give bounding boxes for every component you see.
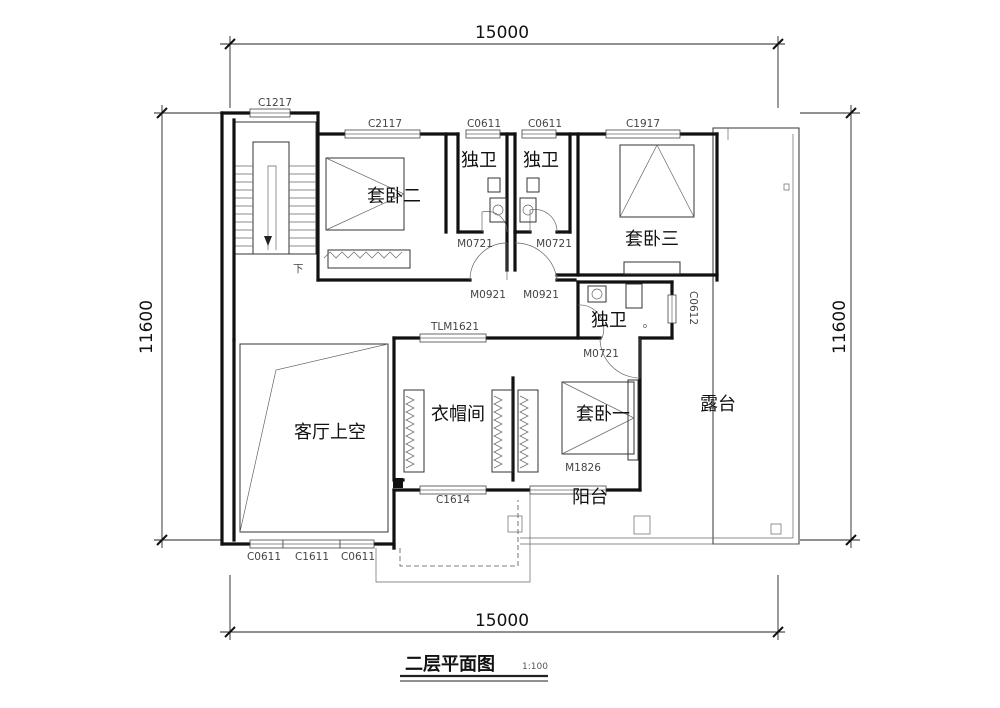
room-label-suite2: 套卧二 — [367, 186, 421, 207]
room-label-cloakroom: 衣帽间 — [431, 404, 485, 425]
code-m0721-c: M0721 — [583, 348, 619, 360]
room-label-bath-b: 独卫 — [523, 150, 559, 171]
terrace-outline — [520, 127, 800, 545]
stair — [233, 121, 317, 255]
drawing-scale: 1:100 — [522, 662, 548, 672]
code-m0721-a: M0721 — [457, 238, 493, 250]
column — [393, 478, 403, 488]
code-m0921-b: M0921 — [523, 289, 559, 301]
room-label-suite3: 套卧三 — [625, 229, 679, 250]
code-m0921-a: M0921 — [470, 289, 506, 301]
code-c1217: C1217 — [258, 97, 292, 109]
room-label-suite1: 套卧一 — [576, 404, 630, 425]
room-label-balcony: 阳台 — [572, 487, 608, 508]
code-m1826: M1826 — [565, 462, 601, 474]
lower-outline — [375, 490, 531, 583]
dim-right: 11600 — [830, 300, 850, 354]
dimension-lines — [154, 36, 860, 640]
dim-top: 15000 — [475, 23, 529, 43]
living-void — [239, 343, 389, 533]
code-c1611: C1611 — [295, 551, 329, 563]
room-label-living-void: 客厅上空 — [294, 422, 366, 443]
code-c0611-d: C0611 — [341, 551, 375, 563]
code-c0611-a: C0611 — [467, 118, 501, 130]
room-label-bath-c: 独卫 — [591, 310, 627, 331]
code-c2117: C2117 — [368, 118, 402, 130]
code-c0611-b: C0611 — [528, 118, 562, 130]
room-label-terrace: 露台 — [700, 394, 736, 415]
dim-left: 11600 — [137, 300, 157, 354]
code-m0721-b: M0721 — [536, 238, 572, 250]
code-c1614: C1614 — [436, 494, 470, 506]
fixtures — [323, 177, 647, 473]
stair-down-label: 下 — [293, 263, 304, 275]
windows — [249, 108, 681, 549]
code-tlm1621: TLM1621 — [430, 321, 479, 333]
room-label-bath-a: 独卫 — [461, 150, 497, 171]
code-c0611-c: C0611 — [247, 551, 281, 563]
beds — [325, 144, 695, 461]
code-c0612: C0612 — [687, 291, 699, 325]
code-c1917: C1917 — [626, 118, 660, 130]
drawing-title: 二层平面图 — [405, 654, 495, 675]
dim-bottom: 15000 — [475, 611, 529, 631]
